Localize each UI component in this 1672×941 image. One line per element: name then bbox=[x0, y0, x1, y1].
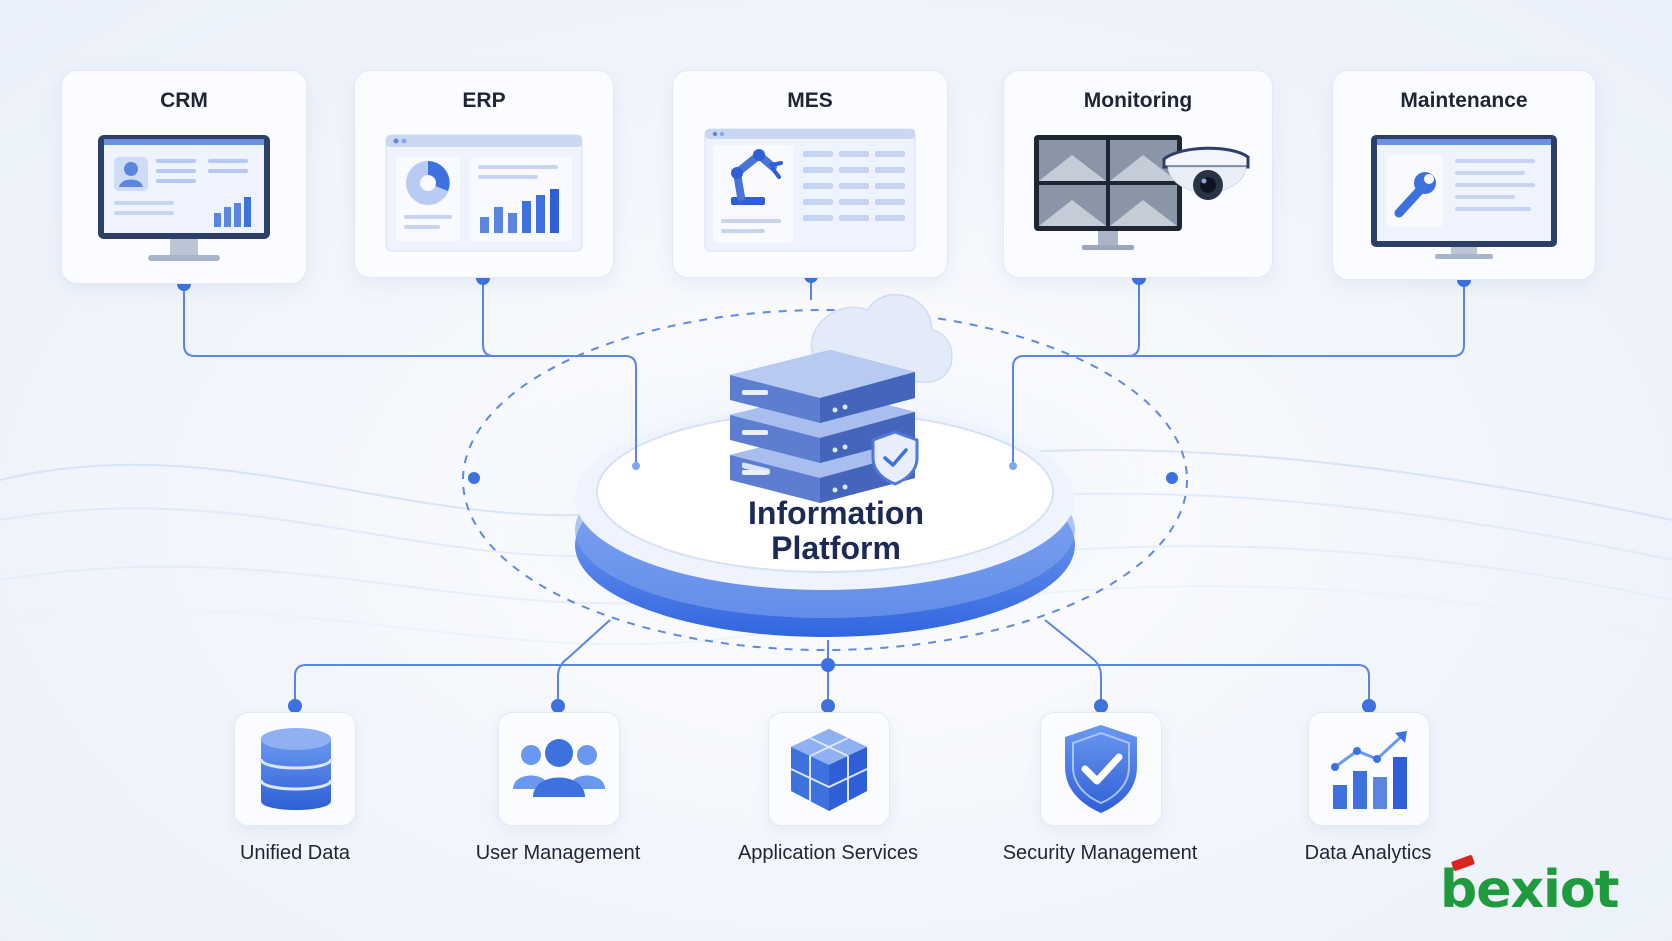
server-stack-icon bbox=[730, 350, 915, 503]
service-label-user-management: User Management bbox=[475, 842, 641, 864]
left-platform-dot bbox=[632, 462, 640, 470]
unified-data-dot bbox=[288, 699, 302, 713]
hub-dot bbox=[821, 658, 835, 672]
right-platform-dot bbox=[1009, 462, 1017, 470]
mes-robot-arm-icon bbox=[704, 128, 916, 252]
service-label-application-services: Application Services bbox=[737, 842, 919, 864]
service-label-unified-data: Unified Data bbox=[239, 842, 351, 864]
platform-title-line2: Platform bbox=[771, 530, 901, 566]
service-tile-security-management[interactable] bbox=[1040, 712, 1162, 826]
monitoring-camera-icon bbox=[1034, 135, 1250, 250]
orbit-node-left bbox=[468, 472, 480, 484]
top-connectors bbox=[183, 276, 1465, 466]
security-management-dot bbox=[1094, 699, 1108, 713]
cubes-icon bbox=[790, 729, 868, 811]
service-tile-application-services[interactable] bbox=[768, 712, 890, 826]
system-card-mes[interactable]: MES bbox=[672, 70, 948, 278]
service-tile-unified-data[interactable] bbox=[234, 712, 356, 826]
data-analytics-dot bbox=[1362, 699, 1376, 713]
database-icon bbox=[259, 728, 333, 810]
brand-logo: bexiot bbox=[1440, 860, 1619, 920]
system-title-crm: CRM bbox=[160, 89, 208, 112]
system-card-erp[interactable]: ERP bbox=[354, 70, 614, 278]
application-services-dot bbox=[821, 699, 835, 713]
system-card-monitoring[interactable]: Monitoring bbox=[1003, 70, 1273, 278]
platform-title: Information Platform bbox=[686, 496, 986, 566]
service-tile-user-management[interactable] bbox=[498, 712, 620, 826]
orbit-ring bbox=[462, 309, 1188, 651]
user-management-dot bbox=[551, 699, 565, 713]
service-tile-data-analytics[interactable] bbox=[1308, 712, 1430, 826]
system-card-crm[interactable]: CRM bbox=[61, 70, 307, 284]
service-label-data-analytics: Data Analytics bbox=[1304, 842, 1432, 864]
erp-dashboard-icon bbox=[385, 134, 583, 252]
crm-monitor-icon bbox=[98, 135, 270, 261]
service-label-security-management: Security Management bbox=[1002, 842, 1198, 864]
orbit-node-right bbox=[1166, 472, 1178, 484]
system-title-erp: ERP bbox=[462, 89, 506, 112]
platform-shield-icon bbox=[871, 430, 919, 486]
system-title-monitoring: Monitoring bbox=[1083, 89, 1193, 112]
users-icon bbox=[513, 739, 605, 797]
system-title-mes: MES bbox=[787, 89, 833, 112]
platform-title-line1: Information bbox=[748, 495, 924, 531]
system-card-maintenance[interactable]: Maintenance bbox=[1332, 70, 1596, 280]
maintenance-wrench-monitor-icon bbox=[1371, 135, 1557, 259]
shield-check-icon bbox=[1065, 725, 1137, 813]
system-title-maintenance: Maintenance bbox=[1400, 89, 1528, 112]
bar-chart-icon bbox=[1331, 731, 1407, 809]
